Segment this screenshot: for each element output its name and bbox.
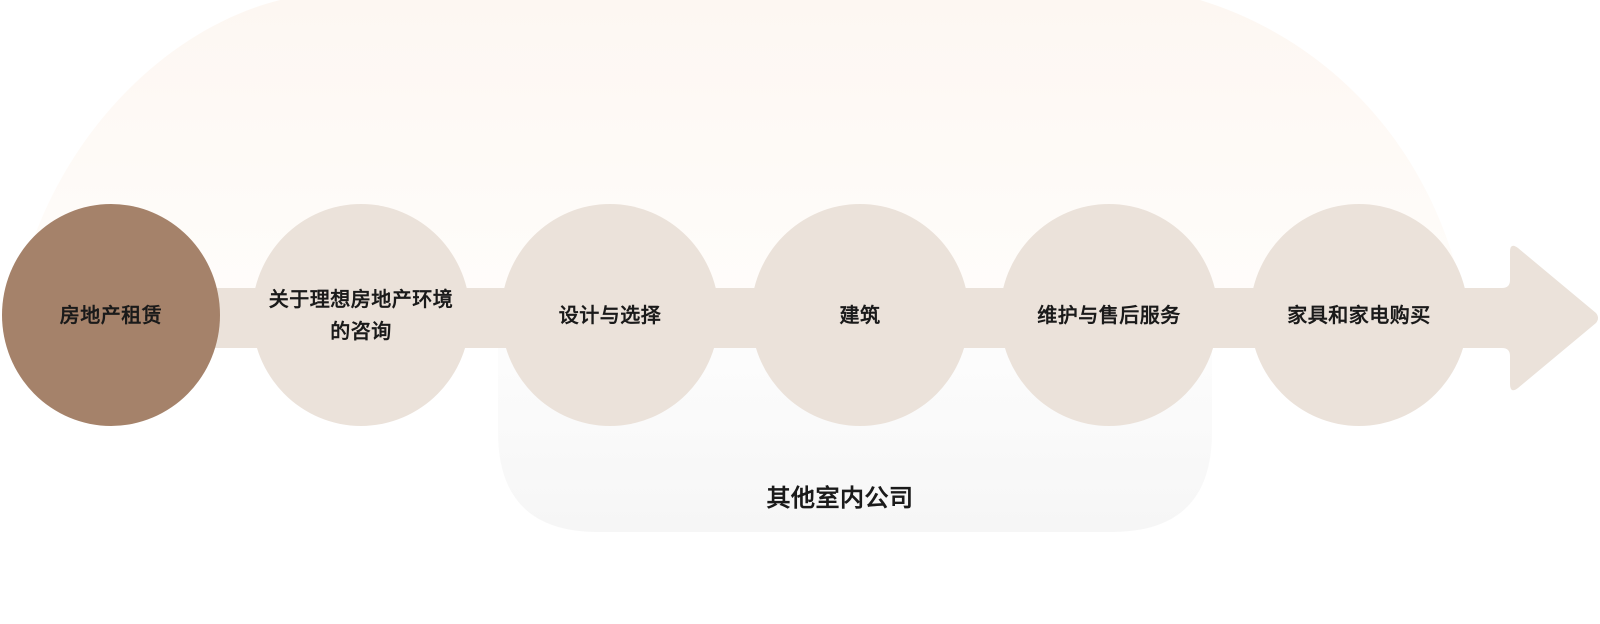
node-label: 家具和家电购买 — [1287, 303, 1431, 327]
node-label: 维护与售后服务 — [1037, 303, 1181, 327]
node-label: 关于理想房地产环境的咨询 — [268, 287, 454, 343]
node-maintenance: 维护与售后服务 — [1000, 204, 1218, 426]
node-label: 建筑 — [839, 303, 881, 327]
node-label: 房地产租赁 — [59, 303, 163, 327]
top-arc-region — [12, 0, 1468, 320]
node-label: 设计与选择 — [558, 303, 662, 327]
node-furniture-purchase: 家具和家电购买 — [1250, 204, 1468, 426]
node-real-estate-rental: 房地产租赁 — [2, 204, 220, 426]
node-consultation: 关于理想房地产环境的咨询 — [252, 204, 470, 426]
node-design-selection: 设计与选择 — [501, 204, 719, 426]
bottom-group-label: 其他室内公司 — [766, 484, 914, 512]
node-construction: 建筑 — [751, 204, 969, 426]
